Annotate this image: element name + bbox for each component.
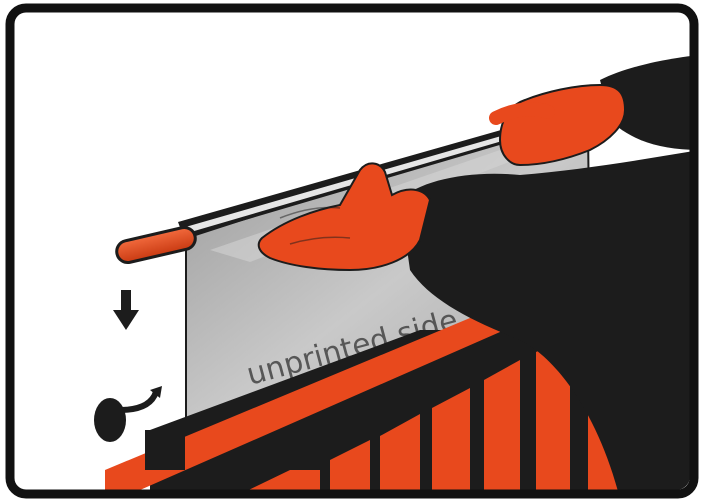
instruction-illustration: unprinted side: [0, 0, 703, 499]
